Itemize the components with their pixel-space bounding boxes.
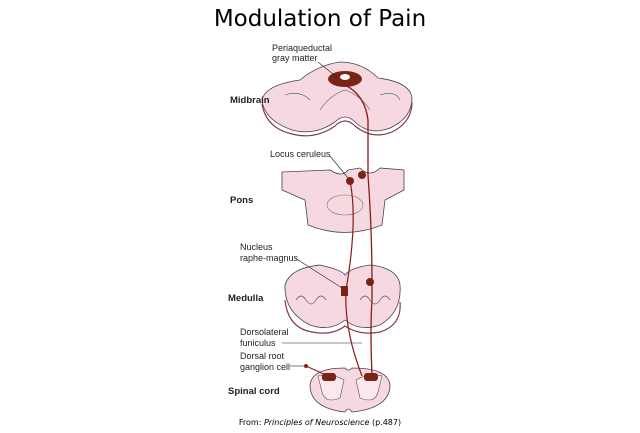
- descending-pathway: [344, 84, 373, 376]
- region-label-medulla: Medulla: [228, 293, 264, 304]
- label-periaqueductal: Periaqueductal: [272, 43, 332, 53]
- label-gray-matter: gray matter: [272, 53, 318, 63]
- medulla-section: [284, 264, 401, 334]
- caption-source: Principles of Neuroscience: [263, 418, 370, 427]
- pons-section: [281, 167, 405, 233]
- spinal-cord-section: [309, 367, 391, 413]
- label-locus-ceruleus: Locus ceruleus: [270, 149, 331, 159]
- label-dorsal-root: Dorsal root: [240, 351, 285, 361]
- slide-title: Modulation of Pain: [213, 6, 427, 32]
- label-ganglion-cell: ganglion cell: [240, 362, 290, 372]
- region-label-pons: Pons: [230, 195, 253, 206]
- label-raphe-magnus: raphe-magnus: [240, 253, 299, 263]
- region-label-midbrain: Midbrain: [230, 95, 270, 106]
- caption-prefix: From:: [238, 418, 264, 427]
- source-caption: From: Principles of Neuroscience (p.487): [0, 418, 640, 427]
- raphe-spinal-pathway: [345, 180, 363, 377]
- nucleus-raphe-magnus: [341, 286, 348, 296]
- label-funiculus: funiculus: [240, 338, 276, 348]
- midbrain-section: [261, 61, 413, 137]
- caption-page: (p.487): [369, 418, 402, 427]
- label-dorsolateral: Dorsolateral: [240, 327, 289, 337]
- label-nucleus: Nucleus: [240, 242, 273, 252]
- region-label-spinal-cord: Spinal cord: [228, 386, 280, 397]
